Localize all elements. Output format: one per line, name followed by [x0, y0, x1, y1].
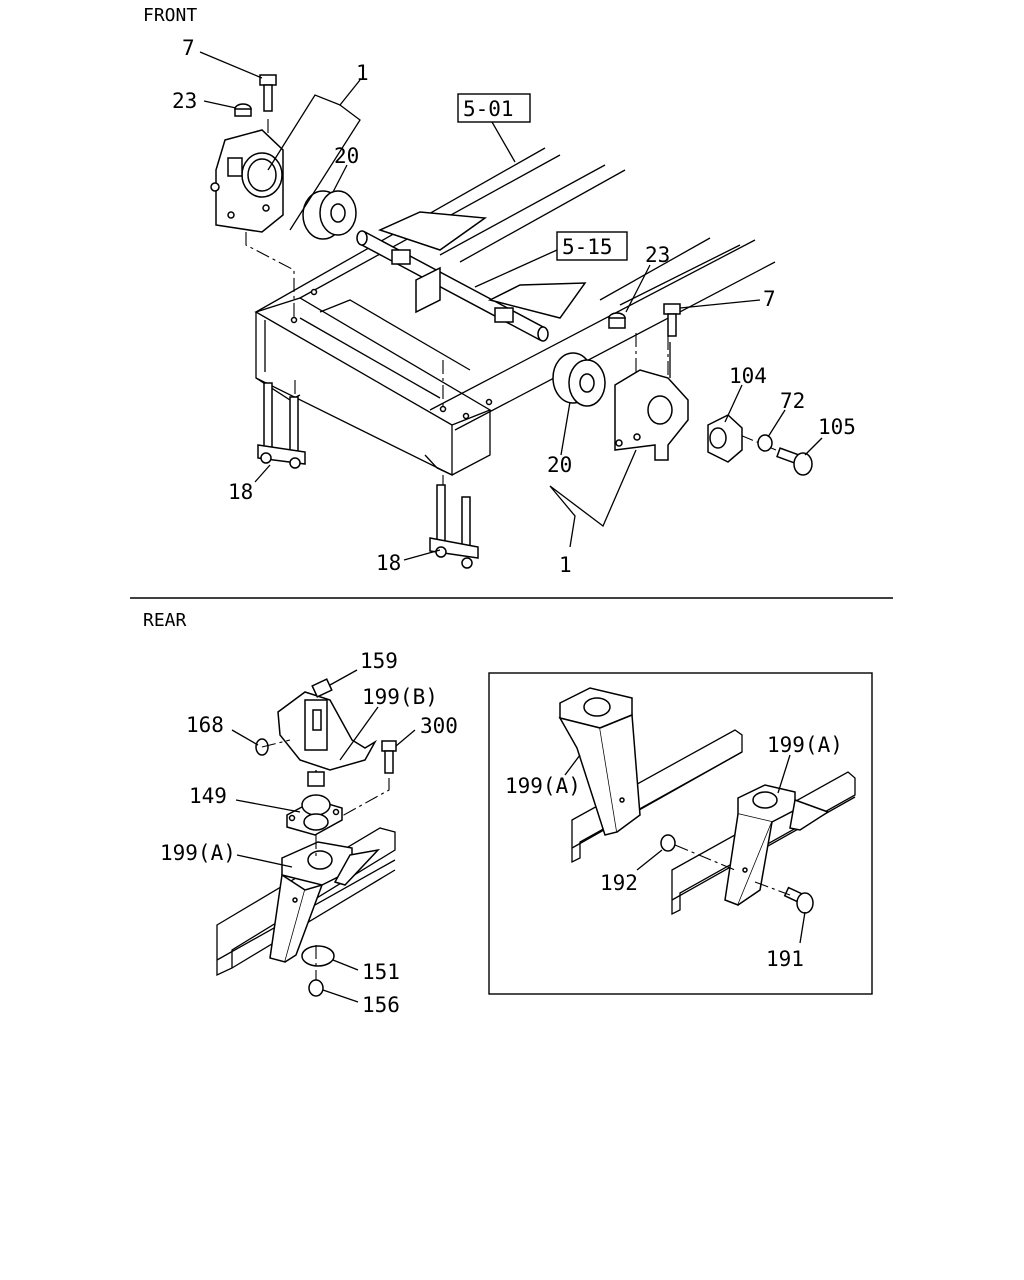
callout-20-bottom: 20 [547, 453, 572, 477]
callout-192: 192 [600, 871, 638, 895]
callout-18-bottom: 18 [376, 551, 401, 575]
bolt-105[interactable] [776, 447, 813, 476]
callout-7-top: 7 [182, 36, 195, 60]
callout-7-right: 7 [763, 287, 776, 311]
part-104[interactable] [707, 414, 743, 463]
clip-159[interactable] [311, 678, 333, 698]
bolt-7-rear[interactable] [663, 303, 681, 337]
ref-box-5-01[interactable]: 5-01 [457, 93, 531, 123]
callout-156: 156 [362, 993, 400, 1017]
callout-1-bottom: 1 [559, 553, 572, 577]
inset-nut-192[interactable] [660, 834, 676, 852]
mount-149[interactable] [286, 771, 343, 836]
torsion-bar-linkage [356, 211, 587, 342]
inset-callout-199a-right: 199(A) [767, 733, 843, 757]
stud-18-right[interactable] [429, 484, 479, 569]
bolt-7-front[interactable] [259, 74, 277, 112]
front-section-title: FRONT [143, 5, 197, 26]
alignment-lines-rear [261, 739, 390, 980]
ref-label-5-01: 5-01 [463, 97, 514, 121]
bushing-20-rear[interactable] [552, 352, 606, 407]
bushing-20-front[interactable] [302, 190, 357, 240]
bolt-300[interactable] [381, 740, 397, 774]
callout-199a: 199(A) [160, 841, 236, 865]
ref-label-5-15: 5-15 [562, 235, 613, 259]
callout-104: 104 [729, 364, 767, 388]
callout-300: 300 [420, 714, 458, 738]
washer-72[interactable] [757, 434, 773, 452]
inset-bolt-191[interactable] [783, 886, 814, 914]
nut-156[interactable] [308, 979, 324, 997]
washer-151[interactable] [301, 945, 335, 967]
stud-18-left[interactable] [257, 382, 306, 469]
leader-lines-rear [231, 669, 416, 1003]
callout-149: 149 [189, 784, 227, 808]
callout-105: 105 [818, 415, 856, 439]
mount-bracket-199b[interactable] [277, 691, 378, 785]
callout-23-right: 23 [645, 243, 670, 267]
callout-151: 151 [362, 960, 400, 984]
callout-191: 191 [766, 947, 804, 971]
callout-72: 72 [780, 389, 805, 413]
callout-20-top: 20 [334, 144, 359, 168]
nut-23-rear[interactable] [608, 312, 626, 329]
mount-bracket-front-right[interactable] [614, 369, 689, 461]
callout-1-top: 1 [356, 61, 369, 85]
callout-159: 159 [360, 649, 398, 673]
rear-section-title: REAR [143, 610, 187, 631]
callout-199b: 199(B) [362, 685, 438, 709]
bracket-199a-rear[interactable] [269, 841, 381, 963]
callout-18-left: 18 [228, 480, 253, 504]
callout-168: 168 [186, 713, 224, 737]
inset-bracket-199a-upper[interactable] [558, 687, 641, 836]
mount-bracket-front-left[interactable] [210, 129, 284, 233]
nut-23-front[interactable] [234, 103, 252, 117]
callout-23-top: 23 [172, 89, 197, 113]
inset-callout-199a-left: 199(A) [505, 774, 581, 798]
leader-lines-front [199, 51, 823, 561]
inset-frame [488, 672, 873, 995]
ref-box-5-15[interactable]: 5-15 [556, 231, 628, 261]
inset-bracket-199a-lower[interactable] [724, 784, 830, 906]
inset-detail [488, 672, 873, 995]
